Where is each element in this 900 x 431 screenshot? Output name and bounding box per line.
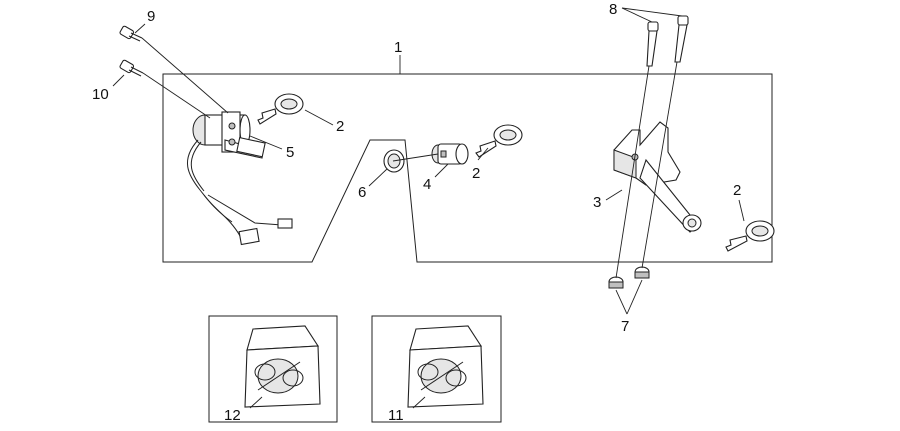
callout-6: 6 [358,184,366,201]
packet-11 [407,325,484,408]
box-11 [371,315,502,423]
callout-12: 12 [224,407,241,424]
nut-left [608,276,624,289]
packet-12 [244,325,321,408]
callout-9: 9 [147,8,155,25]
callout-3: 3 [593,194,601,211]
callout-2-key-3: 2 [733,182,741,199]
screw-9 [119,25,143,42]
callout-2-key-2: 2 [472,165,480,182]
bolt-left [646,21,659,67]
key-2 [475,124,523,158]
ignition-switch [187,111,293,246]
kit-outline [162,73,773,263]
callout-2-key-1: 2 [336,118,344,135]
callout-4: 4 [423,176,431,193]
screw-10 [119,59,144,77]
nut-right [634,266,650,279]
leader-lines [112,7,745,409]
key-3 [725,220,775,252]
callout-1: 1 [394,39,402,56]
steering-lock [613,121,702,233]
box-12 [208,315,338,423]
callout-11: 11 [388,407,404,424]
lock-cylinder [431,143,469,165]
callout-7: 7 [621,318,629,335]
key-1 [257,93,304,125]
callout-10: 10 [92,86,109,103]
bolt-right [674,15,689,63]
callout-8: 8 [609,1,617,18]
callout-5: 5 [286,144,294,161]
